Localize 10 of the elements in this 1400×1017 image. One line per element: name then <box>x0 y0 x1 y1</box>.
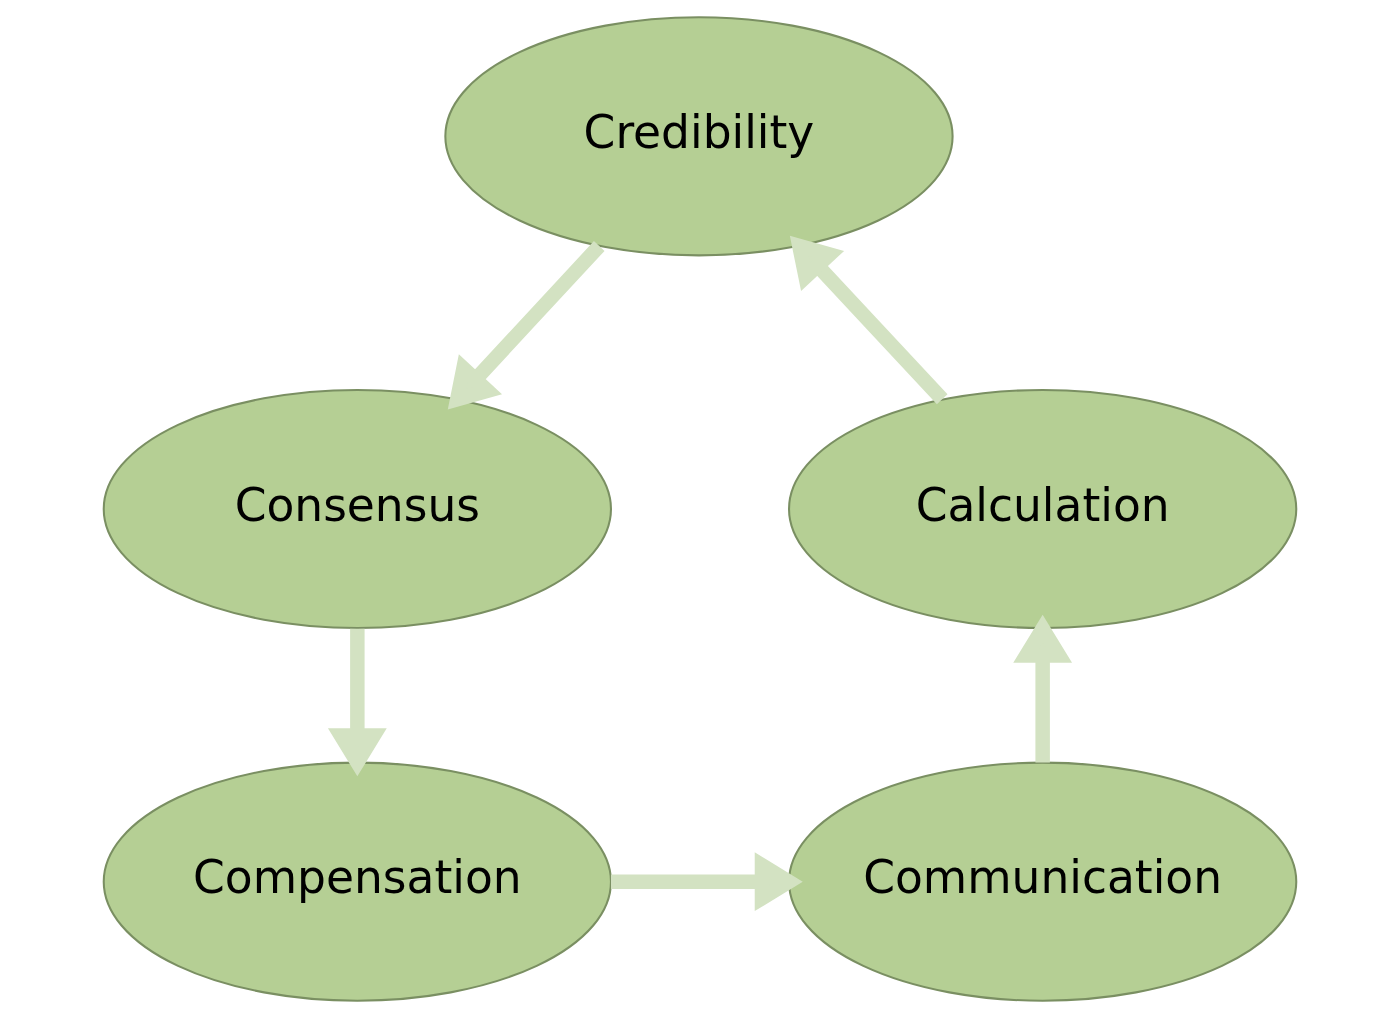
arrow <box>1013 614 1073 762</box>
arrow <box>327 628 387 776</box>
node-ellipse: Consensus <box>102 388 612 629</box>
arrow <box>789 235 948 404</box>
node-ellipse: Credibility <box>444 15 954 256</box>
node-ellipse: Calculation <box>788 388 1298 629</box>
node-ellipse: Compensation <box>102 761 612 1002</box>
node-ellipse: Communication <box>788 761 1298 1002</box>
arrow <box>611 851 803 911</box>
arrow <box>447 240 605 409</box>
